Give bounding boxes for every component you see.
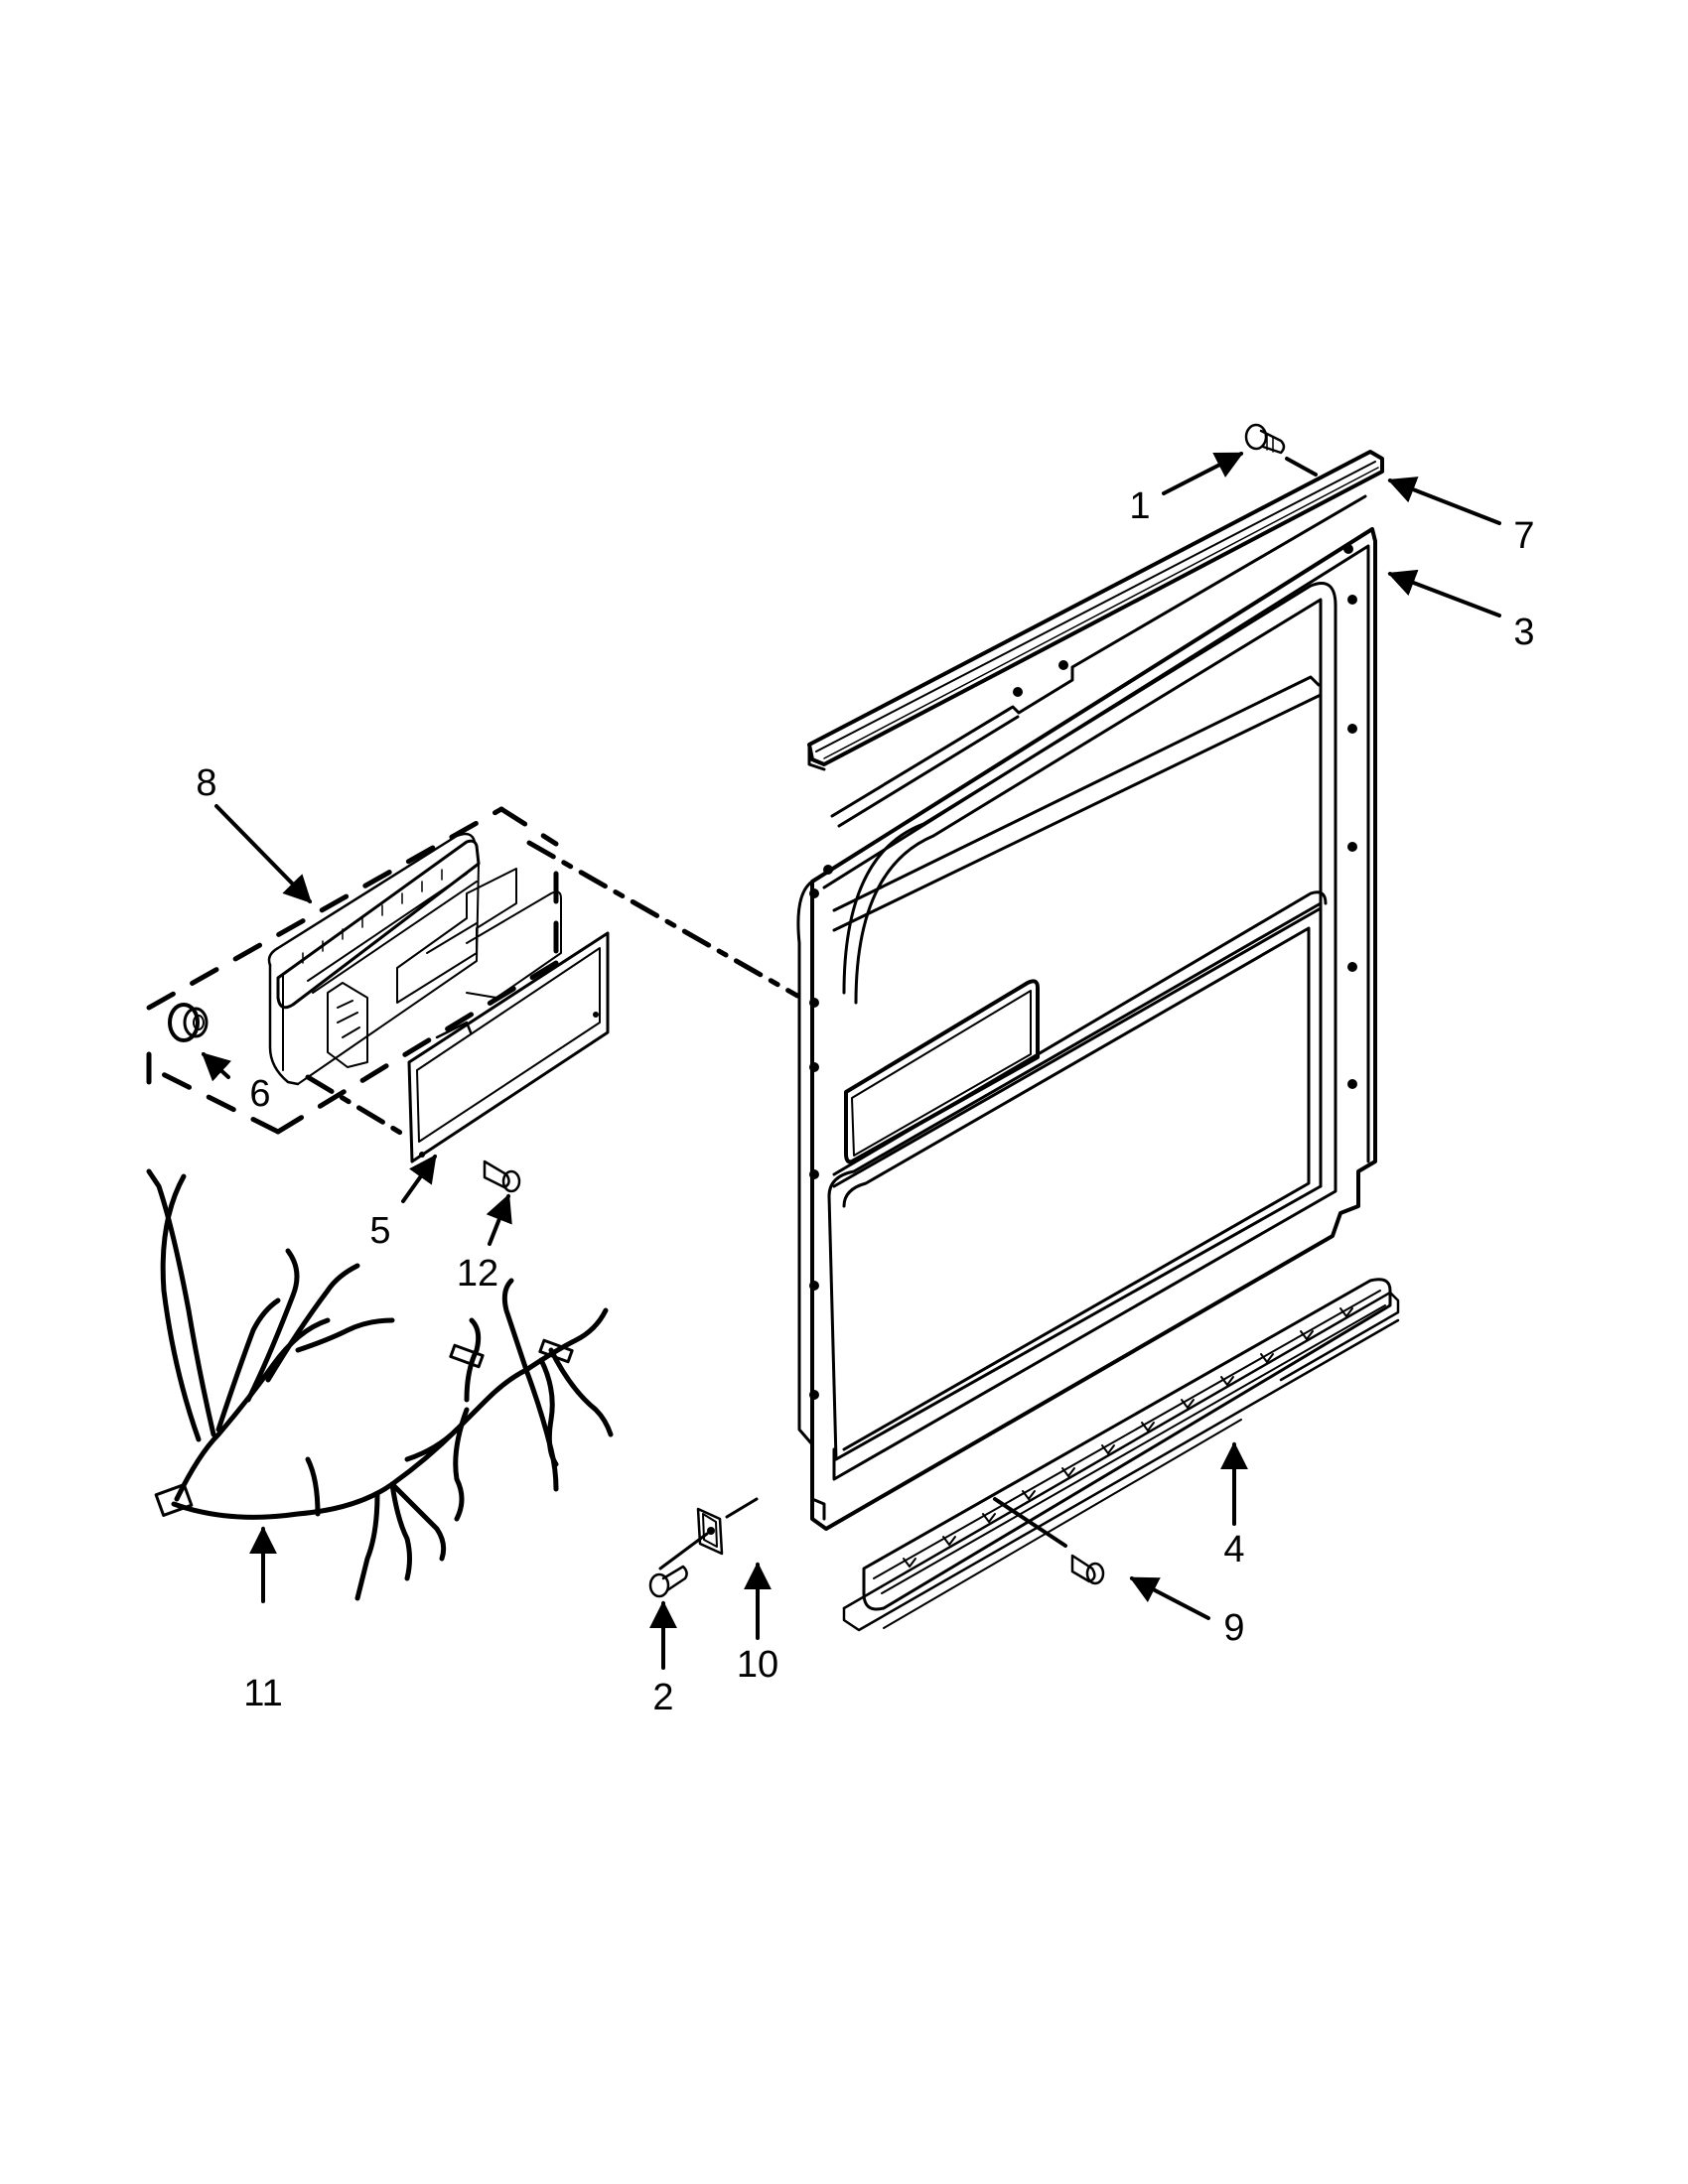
wire-harness[interactable] (146, 1168, 614, 1601)
callout-2[interactable]: 2 (652, 1677, 674, 1718)
callout-10[interactable]: 10 (736, 1644, 779, 1686)
screw-gasket[interactable] (483, 1160, 521, 1193)
leader-arrows (201, 452, 1501, 1670)
callout-5[interactable]: 5 (369, 1210, 391, 1252)
callout-8[interactable]: 8 (196, 762, 217, 804)
callout-3[interactable]: 3 (1513, 612, 1535, 653)
callout-11[interactable]: 11 (243, 1673, 283, 1714)
screw-vent[interactable] (1070, 1554, 1105, 1585)
dash-dot-leader (305, 840, 800, 1140)
callout-9[interactable]: 9 (1223, 1607, 1245, 1649)
top-door-trim[interactable] (807, 450, 1384, 771)
callout-6[interactable]: 6 (249, 1073, 271, 1115)
screw-top[interactable] (1244, 423, 1286, 455)
inner-door-panel[interactable] (796, 494, 1377, 1531)
wire-connectors (154, 1338, 574, 1517)
console-gasket[interactable] (407, 931, 610, 1163)
callout-7[interactable]: 7 (1513, 515, 1535, 557)
bottom-vent-trim[interactable] (842, 1278, 1400, 1632)
callout-12[interactable]: 12 (456, 1253, 499, 1295)
callout-4[interactable]: 4 (1223, 1529, 1245, 1570)
callout-1[interactable]: 1 (1129, 485, 1151, 527)
screw-bottom-left[interactable] (648, 1565, 688, 1598)
control-module-console[interactable] (267, 832, 562, 1086)
console-dashed-outline (146, 806, 559, 1135)
strike-plate[interactable] (696, 1507, 724, 1556)
knob-button[interactable] (168, 1003, 209, 1042)
